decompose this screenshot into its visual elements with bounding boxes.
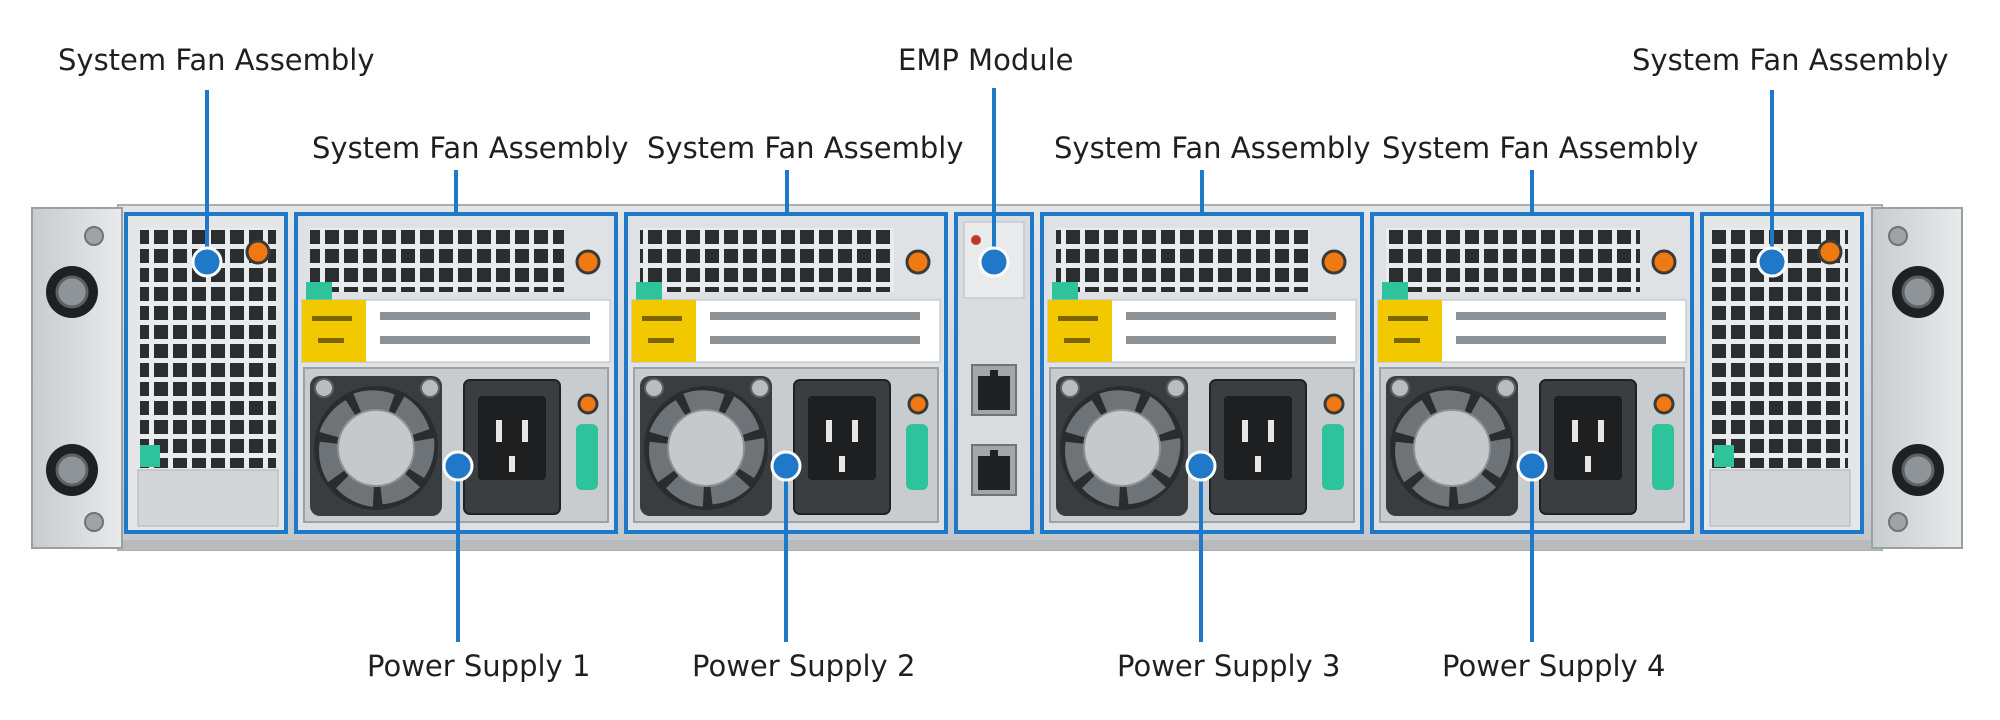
callout-label-fan-inner-1: System Fan Assembly (312, 131, 629, 165)
callout-label-emp-module: EMP Module (898, 43, 1074, 77)
callout-label-fan-outer-left: System Fan Assembly (58, 43, 375, 77)
callout-label-fan-inner-2: System Fan Assembly (647, 131, 964, 165)
callout-label-psu-4: Power Supply 4 (1442, 649, 1666, 683)
callout-label-fan-inner-4: System Fan Assembly (1382, 131, 1699, 165)
psu-bay-3 (1040, 212, 1364, 534)
power-inlet-icon (1539, 379, 1637, 515)
leader-dot-psu-2 (770, 450, 802, 482)
system-fan-assembly-outer-right (1700, 212, 1864, 534)
fan-icon (640, 376, 772, 516)
ethernet-port-icon (971, 364, 1017, 416)
leader-dot-psu-1 (442, 450, 474, 482)
leader-dot-emp-module (978, 246, 1010, 278)
callout-label-fan-outer-right: System Fan Assembly (1632, 43, 1949, 77)
power-inlet-icon (1209, 379, 1307, 515)
fan-icon (1056, 376, 1188, 516)
callout-label-psu-3: Power Supply 3 (1117, 649, 1341, 683)
chassis-bottom-lip (118, 540, 1882, 550)
power-inlet-icon (463, 379, 561, 515)
fan-icon (310, 376, 442, 516)
leader-dot-fan-outer-right (1756, 246, 1788, 278)
fan-icon (1386, 376, 1518, 516)
power-inlet-icon (793, 379, 891, 515)
leader-dot-psu-3 (1185, 450, 1217, 482)
ethernet-port-icon (971, 444, 1017, 496)
leader-dot-psu-4 (1516, 450, 1548, 482)
callout-label-fan-inner-3: System Fan Assembly (1054, 131, 1371, 165)
leader-dot-fan-outer-left (191, 246, 223, 278)
callout-label-psu-1: Power Supply 1 (367, 649, 591, 683)
callout-label-psu-2: Power Supply 2 (692, 649, 916, 683)
rack-ear-icon (1871, 207, 1963, 549)
rack-ear-icon (31, 207, 123, 549)
